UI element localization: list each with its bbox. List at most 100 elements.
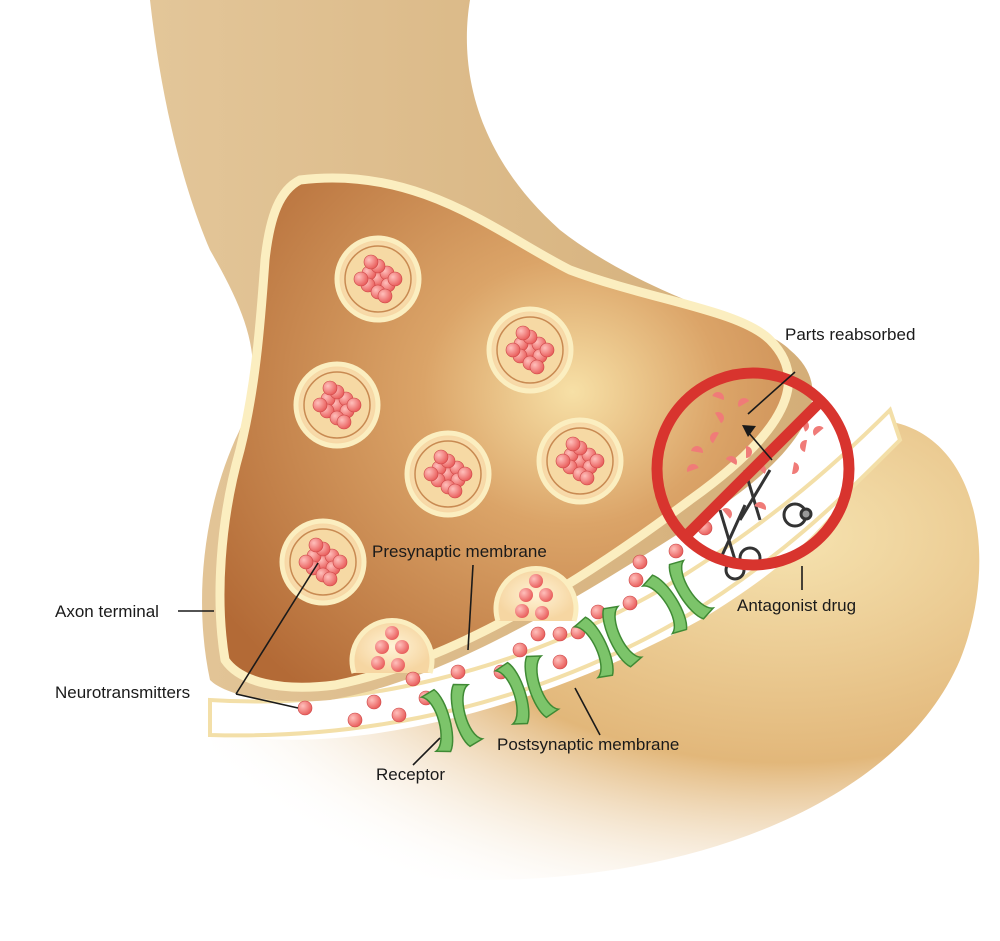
receptor-left-subunit xyxy=(493,661,530,725)
label-axon-terminal: Axon terminal xyxy=(55,602,159,621)
neurotransmitter xyxy=(668,543,684,559)
neurotransmitter xyxy=(375,640,389,654)
neurotransmitter-fragment xyxy=(725,456,737,465)
neurotransmitter-fragment xyxy=(722,508,732,519)
synaptic-cleft xyxy=(208,406,903,738)
receptor-left-subunit xyxy=(640,574,688,635)
neurotransmitter xyxy=(589,453,605,469)
neurotransmitter-fragment xyxy=(715,412,724,424)
receptors xyxy=(419,559,716,753)
receptor-left-subunit xyxy=(572,616,614,679)
label-parts-reabsorbed: Parts reabsorbed xyxy=(785,325,915,344)
neurotransmitter xyxy=(312,397,328,413)
fusing-vesicle xyxy=(349,618,435,674)
neurotransmitter-fragment xyxy=(712,392,724,401)
neurotransmitter xyxy=(363,254,379,270)
postsynaptic-cell xyxy=(210,420,980,880)
receptor-left-subunit xyxy=(419,688,454,753)
leader-neurotransmitters xyxy=(235,562,319,695)
neurotransmitter-fragment xyxy=(791,462,799,474)
neurotransmitter xyxy=(555,453,571,469)
leader-postsynaptic xyxy=(574,687,601,736)
neurotransmitter xyxy=(346,397,362,413)
neurotransmitter xyxy=(515,604,529,618)
neurotransmitter-fragment xyxy=(800,440,808,452)
reabsorb-arrow-icon xyxy=(742,371,796,461)
neurotransmitter xyxy=(519,588,533,602)
neurotransmitter xyxy=(529,574,543,588)
neurotransmitter xyxy=(565,436,581,452)
neurotransmitter xyxy=(539,342,555,358)
receptor xyxy=(493,655,561,725)
prohibition-icon xyxy=(651,367,855,571)
neurotransmitter xyxy=(297,700,313,716)
receptor xyxy=(572,605,644,679)
leader-receptor xyxy=(412,737,441,766)
neurotransmitter xyxy=(539,588,553,602)
neurotransmitter xyxy=(322,380,338,396)
neurotransmitter xyxy=(628,572,644,588)
label-presynaptic-membrane: Presynaptic membrane xyxy=(372,542,547,561)
neurotransmitter xyxy=(298,554,314,570)
receptor xyxy=(640,559,716,635)
neurotransmitter xyxy=(552,626,568,642)
neurotransmitter xyxy=(433,449,449,465)
neurotransmitter-fragment xyxy=(691,446,703,454)
neurotransmitter xyxy=(353,271,369,287)
neurotransmitter-fragment xyxy=(813,426,824,436)
neurotransmitter xyxy=(505,342,521,358)
neurotransmitter xyxy=(530,626,546,642)
neurotransmitter xyxy=(450,664,466,680)
vesicle xyxy=(279,518,367,606)
label-postsynaptic-membrane: Postsynaptic membrane xyxy=(497,735,679,754)
neurotransmitter xyxy=(371,656,385,670)
neurotransmitter xyxy=(366,694,382,710)
receptor xyxy=(419,683,485,753)
vesicle xyxy=(334,235,422,323)
scissors-icon xyxy=(718,469,813,581)
vesicle xyxy=(404,430,492,518)
vesicle xyxy=(536,417,624,505)
neurotransmitter xyxy=(405,671,421,687)
neurotransmitter xyxy=(387,271,403,287)
leader-neurotransmitters-2 xyxy=(235,693,299,709)
receptor-right-subunit xyxy=(450,683,485,748)
neurotransmitter xyxy=(579,470,595,486)
neurotransmitter xyxy=(447,483,463,499)
neurotransmitter xyxy=(423,466,439,482)
vesicle xyxy=(486,306,574,394)
neurotransmitter xyxy=(535,606,549,620)
neurotransmitter-fragment xyxy=(754,502,766,511)
neurotransmitter xyxy=(457,466,473,482)
neurotransmitter xyxy=(515,325,531,341)
neurotransmitter xyxy=(322,571,338,587)
neurotransmitter xyxy=(377,288,393,304)
neurotransmitter xyxy=(632,554,648,570)
neurotransmitter xyxy=(385,626,399,640)
neurotransmitter-fragment xyxy=(710,432,719,444)
leader-presynaptic xyxy=(467,564,474,651)
label-receptor: Receptor xyxy=(376,765,445,784)
label-neurotransmitters: Neurotransmitters xyxy=(55,683,190,702)
neurotransmitter-fragment xyxy=(738,398,750,407)
vesicles xyxy=(279,235,624,674)
neurotransmitter xyxy=(552,654,568,670)
neurotransmitter xyxy=(391,707,407,723)
neurotransmitter-fragment xyxy=(746,446,752,458)
neurotransmitter xyxy=(347,712,363,728)
neurotransmitter xyxy=(512,642,528,658)
label-antagonist-drug: Antagonist drug xyxy=(737,596,856,615)
vesicle xyxy=(293,361,381,449)
neurotransmitter xyxy=(332,554,348,570)
neurotransmitter xyxy=(529,359,545,375)
neurotransmitter xyxy=(308,537,324,553)
neurotransmitter-fragment xyxy=(687,464,699,473)
receptor-right-subunit xyxy=(602,605,644,668)
neurotransmitter xyxy=(391,658,405,672)
neurotransmitter xyxy=(395,640,409,654)
neurotransmitter xyxy=(622,595,638,611)
neurotransmitters-free xyxy=(297,520,713,728)
receptor-right-subunit xyxy=(524,655,561,719)
